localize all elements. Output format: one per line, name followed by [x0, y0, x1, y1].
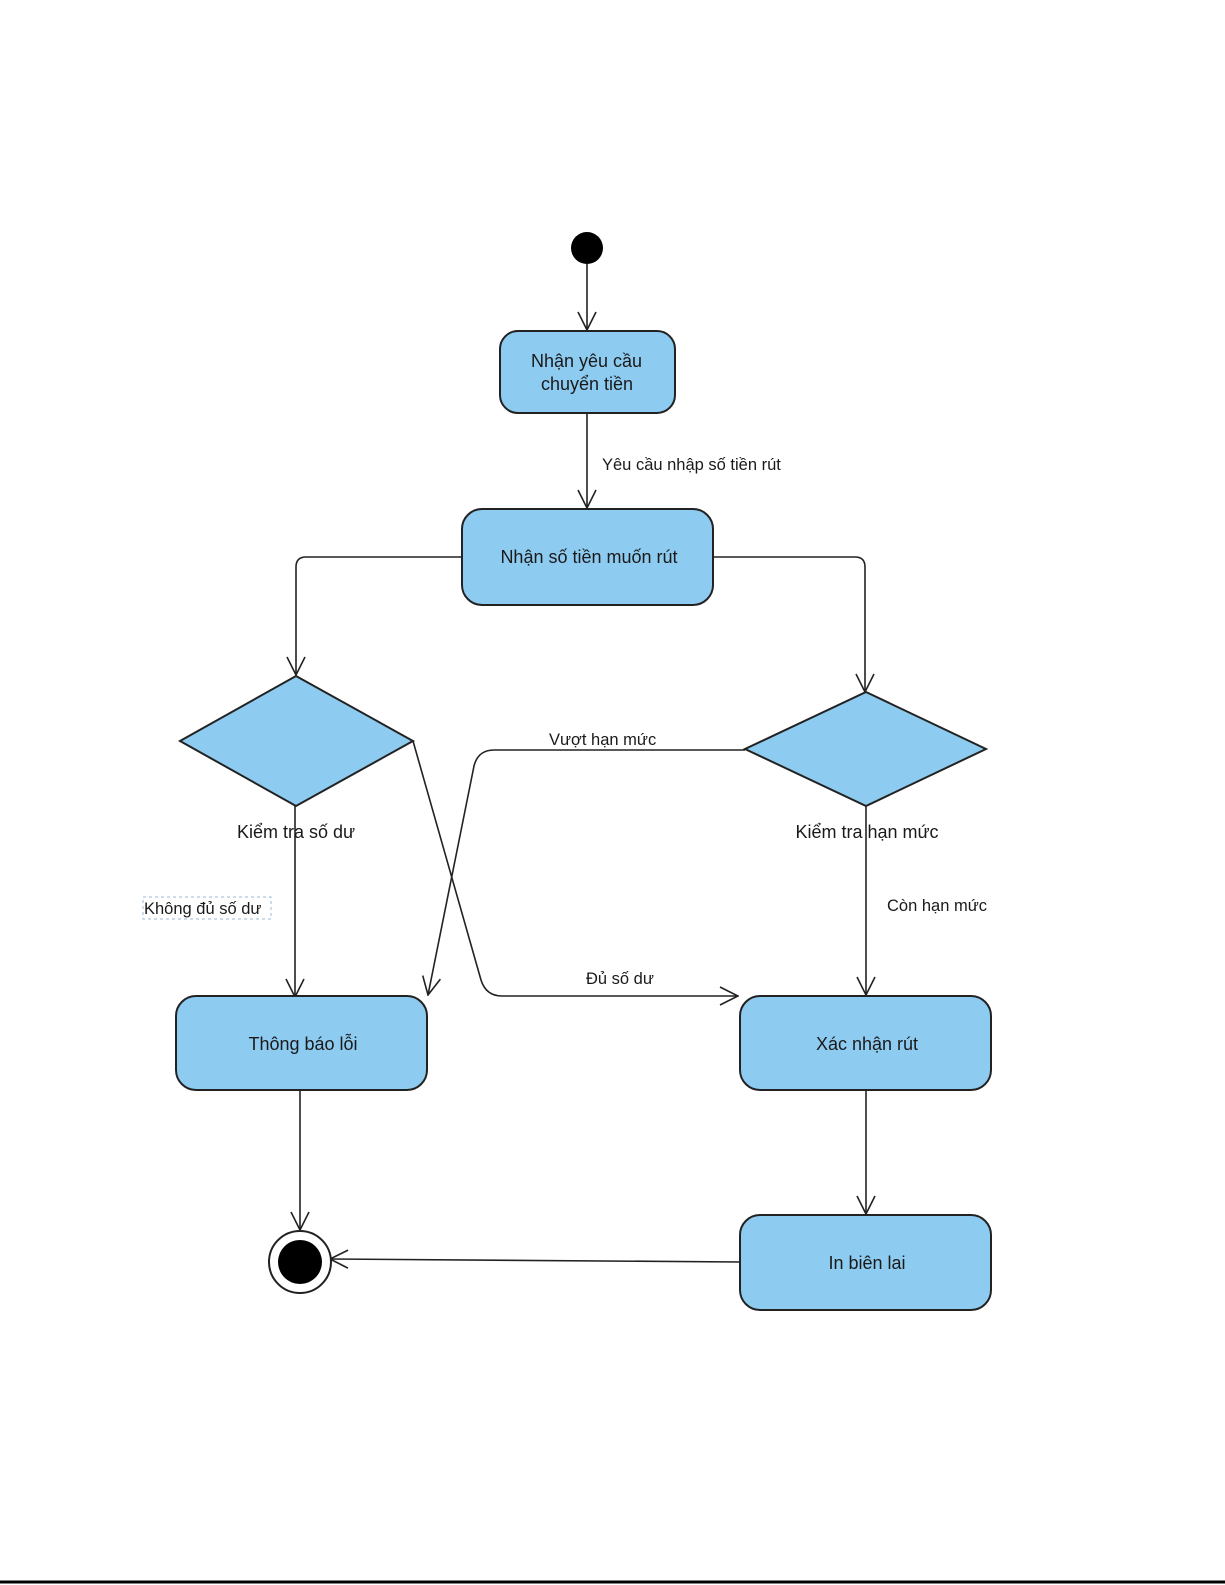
node-receive-request — [500, 331, 675, 413]
edge-balance-to-confirm — [413, 741, 738, 996]
decision-check-balance-label: Kiểm tra số dư — [237, 822, 355, 842]
decision-check-limit-label: Kiểm tra hạn mức — [795, 822, 938, 842]
edge-label-within-limit: Còn hạn mức — [887, 897, 987, 915]
edge-label-request-amount: Yêu cầu nhập số tiền rút — [602, 456, 781, 474]
node-receive-request-line1: Nhận yêu cầu — [531, 351, 642, 371]
end-node — [269, 1231, 331, 1293]
edge-label-insufficient-balance: Không đủ số dư — [144, 900, 261, 918]
node-print-receipt-label: In biên lai — [828, 1253, 905, 1273]
node-error-notice-label: Thông báo lỗi — [248, 1033, 357, 1054]
decision-check-limit — [745, 692, 986, 806]
node-receive-request-line2: chuyển tiền — [541, 374, 633, 394]
node-receive-amount-label: Nhận số tiền muốn rút — [500, 547, 677, 567]
node-confirm-withdraw-label: Xác nhận rút — [816, 1034, 918, 1054]
edge-amount-to-balance-check — [296, 557, 461, 675]
edge-receipt-to-end — [330, 1259, 740, 1262]
edge-label-over-limit: Vượt hạn mức — [549, 731, 656, 749]
decision-check-balance — [180, 676, 413, 806]
edge-amount-to-limit-check — [713, 557, 865, 692]
start-node — [571, 232, 603, 264]
edge-label-sufficient-balance: Đủ số dư — [586, 970, 654, 988]
